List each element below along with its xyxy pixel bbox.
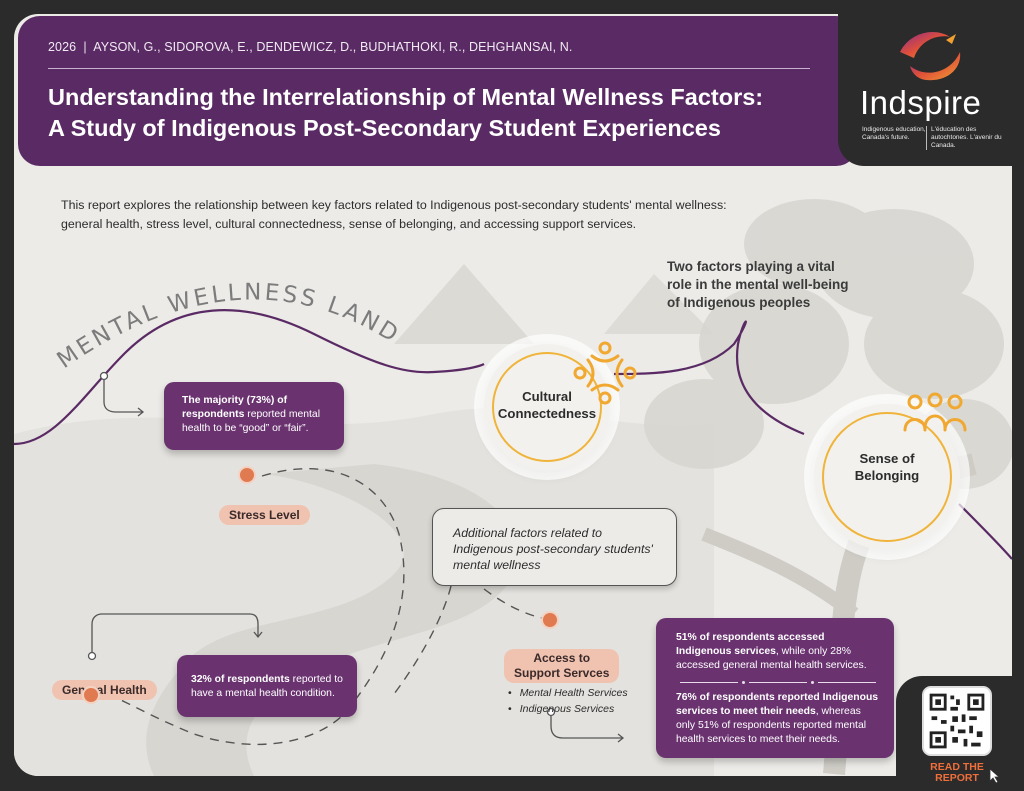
stress-level-label: Stress Level: [219, 505, 310, 525]
header-divider: [48, 68, 810, 69]
sense-of-belonging-icon: [903, 392, 967, 432]
service-item-mental-health: Mental Health Services: [508, 685, 628, 701]
access-support-marker: [541, 611, 559, 629]
access-stat-divider: [676, 679, 880, 685]
intro-paragraph: This report explores the relationship be…: [61, 198, 727, 231]
read-report-line2: REPORT: [935, 772, 979, 784]
publication-year: 2026: [48, 40, 77, 54]
access-stat-paragraph-2: 76% of respondents reported Indigenous s…: [676, 691, 880, 747]
condition-stat-box: 32% of respondents reported to have a me…: [177, 655, 357, 717]
belonging-label-line1: Sense of: [859, 451, 915, 466]
majority-health-stat-bold: The majority (73%) of respondents: [182, 395, 288, 420]
qr-code-icon[interactable]: [922, 686, 992, 756]
read-report-line1: READ THE: [930, 761, 984, 773]
access-stat-2-bold: 76% of respondents reported Indigenous s…: [676, 692, 879, 717]
access-support-label-line1: Access to: [533, 651, 591, 665]
citation-separator: |: [79, 40, 91, 54]
logo-tagline-fr: L'éducation des autochtones. L'avenir du…: [926, 126, 1006, 150]
cultural-connectedness-label: Cultural Connectedness: [484, 388, 610, 422]
majority-health-stat-box: The majority (73%) of respondents report…: [164, 382, 344, 450]
majority-health-stat-text: reported mental health to be “good” or “…: [182, 409, 321, 434]
belonging-label-line2: Belonging: [854, 468, 920, 483]
access-stat-paragraph-1: 51% of respondents accessed Indigenous s…: [676, 631, 880, 673]
access-stat-1-bold: 51% of respondents accessed Indigenous s…: [676, 632, 825, 657]
access-stat-box: 51% of respondents accessed Indigenous s…: [656, 618, 894, 758]
title-line-2: A Study of Indigenous Post-Secondary Stu…: [48, 115, 721, 141]
logo-wordmark: Indspire: [860, 84, 982, 121]
sense-of-belonging-circle: Sense of Belonging: [814, 392, 967, 550]
authors: AYSON, G., SIDOROVA, E., DENDEWICZ, D., …: [93, 40, 573, 54]
access-support-label-line2: Support Servces: [514, 666, 610, 680]
title-line-1: Understanding the Interrelationship of M…: [48, 84, 764, 110]
access-stat-2-text: , whereas only 51% of respondents report…: [676, 706, 867, 745]
page-title: Understanding the Interrelationship of M…: [48, 82, 838, 144]
read-report-qr-panel[interactable]: READ THE REPORT: [896, 676, 1012, 791]
service-item-indigenous: Indigenous Services: [508, 701, 628, 717]
sense-of-belonging-label: Sense of Belonging: [814, 450, 960, 484]
cursor-icon: [989, 768, 1001, 784]
services-list: Mental Health Services Indigenous Servic…: [508, 685, 628, 717]
general-health-label: General Health: [52, 680, 157, 700]
citation-line: 2026 | AYSON, G., SIDOROVA, E., DENDEWIC…: [48, 40, 572, 54]
condition-stat-text: reported to have a mental health conditi…: [191, 674, 343, 699]
two-factors-heading: Two factors playing a vital role in the …: [667, 259, 849, 310]
cultural-connectedness-circle: Cultural Connectedness: [484, 341, 637, 470]
cultural-label-line1: Cultural: [522, 389, 572, 404]
cultural-connectedness-icon: [573, 341, 637, 405]
indspire-bird-icon: [900, 32, 961, 81]
general-health-marker: [82, 686, 100, 704]
condition-stat-bold: 32% of respondents: [191, 674, 290, 685]
logo-tagline-en: Indigenous education, Canada's future.: [862, 126, 926, 141]
additional-factors-callout: Additional factors related to Indigenous…: [432, 508, 677, 586]
access-support-label: Access to Support Servces: [504, 649, 620, 683]
header-banner: 2026 | AYSON, G., SIDOROVA, E., DENDEWIC…: [18, 16, 858, 166]
indspire-logo: Indspire Indigenous education, Canada's …: [838, 14, 1012, 166]
access-stat-1-text: , while only 28% accessed general mental…: [676, 646, 867, 671]
stress-level-marker: [238, 466, 256, 484]
read-report-link[interactable]: READ THE REPORT: [922, 762, 992, 784]
cultural-label-line2: Connectedness: [497, 406, 597, 421]
